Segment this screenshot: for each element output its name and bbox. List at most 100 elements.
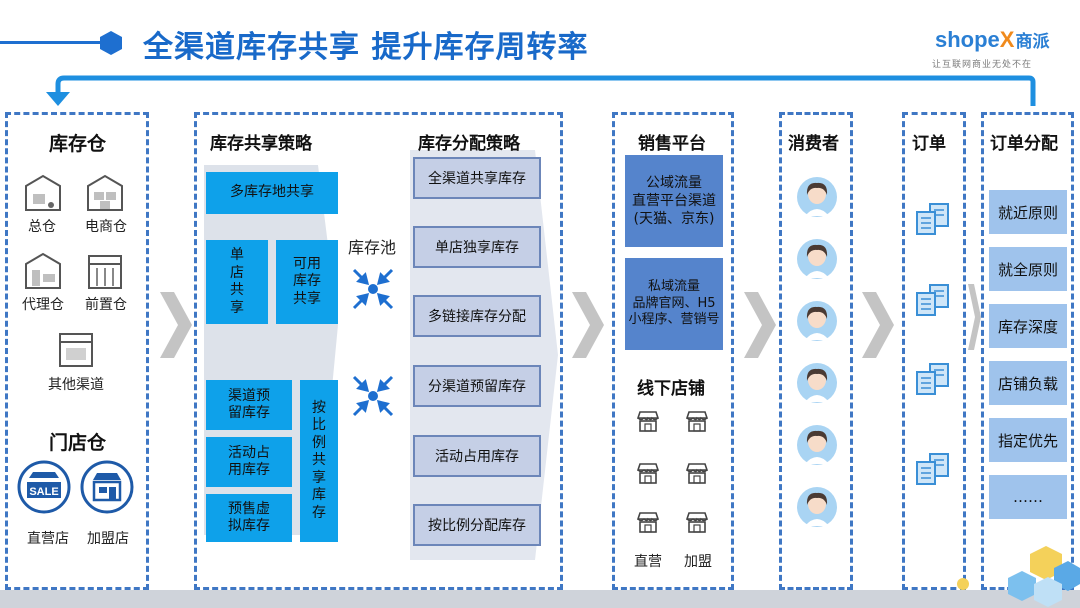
shop-icons-group [0, 0, 1, 1]
private-traffic-line: 品牌官网、H5 [632, 295, 716, 311]
logo-text-cn: 商派 [1015, 32, 1050, 52]
ecommerce-warehouse-icon [87, 174, 123, 211]
public-traffic-line: 直营平台渠道 [632, 192, 716, 209]
share-box-single-line: 共 [230, 282, 244, 298]
share-box-single-store: 单 店 共 享 [206, 240, 268, 324]
share-box-channel-reserve: 渠道预 留库存 [206, 380, 292, 430]
return-flow-arrow [46, 75, 1036, 106]
flow-chevron-icon [160, 292, 192, 358]
footer-bar [0, 590, 1080, 608]
private-traffic-box: 私域流量 品牌官网、H5 小程序、营销号 [625, 258, 723, 350]
share-box-ratio-line: 比 [312, 417, 326, 434]
share-box-ratio-line: 库 [312, 487, 326, 504]
public-traffic-line: 公域流量 [646, 174, 702, 191]
order-document-icon [916, 453, 949, 485]
alloc-arrow-shape [410, 150, 558, 560]
alloc-box-omnichannel: 全渠道共享库存 [413, 157, 541, 199]
share-box-ratio-line: 按 [312, 399, 326, 416]
share-box-ratio-line: 例 [312, 434, 326, 451]
shop-icon [686, 463, 708, 484]
consumer-avatar-icon [797, 239, 837, 279]
dispatch-rule-depth: 库存深度 [989, 304, 1067, 348]
warehouse-label-agent: 代理仓 [22, 297, 64, 313]
page-title: 全渠道库存共享 提升库存周转率 [143, 30, 589, 65]
dispatch-rule-priority: 指定优先 [989, 418, 1067, 462]
dispatch-heading: 订单分配 [990, 134, 1058, 154]
share-box-ratio-line: 享 [312, 469, 326, 486]
consumer-avatar-icon [797, 301, 837, 341]
private-traffic-line: 私域流量 [647, 278, 700, 294]
offline-label-franchise: 加盟 [684, 554, 712, 570]
forward-warehouse-icon [88, 255, 122, 289]
alloc-box-multi-link: 多链接库存分配 [413, 295, 541, 337]
warehouse-label-main: 总仓 [28, 219, 56, 235]
order-document-icon [916, 203, 949, 235]
agent-warehouse-icon [25, 252, 61, 289]
converge-arrows-icon [352, 375, 394, 417]
logo-tagline: 让互联网商业无处不在 [932, 60, 1033, 70]
warehouse-label-forward: 前置仓 [85, 297, 127, 313]
share-box-single-line: 单 [230, 247, 244, 263]
sales-platform-panel [612, 112, 734, 590]
flow-chevron-icon [968, 284, 981, 350]
order-document-icon [916, 284, 949, 316]
title-rule [0, 41, 100, 44]
orders-panel [902, 112, 966, 590]
store-label-direct: 直营店 [27, 531, 69, 547]
share-box-available-line: 共享 [293, 290, 321, 307]
stores-heading: 门店仓 [49, 432, 107, 454]
share-box-multi-location: 多库存地共享 [206, 172, 338, 214]
dispatch-rule-more: …… [989, 475, 1067, 519]
orders-heading: 订单 [912, 134, 946, 154]
dispatch-rule-complete: 就全原则 [989, 247, 1067, 291]
sales-heading: 销售平台 [638, 134, 706, 154]
logo-text-x: X [999, 27, 1015, 52]
share-box-activity: 活动占 用库存 [206, 437, 292, 487]
shop-icon [637, 512, 659, 533]
share-box-available-line: 库存 [293, 273, 321, 290]
alloc-box-single-store: 单店独享库存 [413, 226, 541, 268]
share-strategy-heading: 库存共享策略 [210, 134, 312, 154]
other-channel-icon [59, 333, 93, 367]
order-document-icon [916, 363, 949, 395]
alloc-box-activity: 活动占用库存 [413, 435, 541, 477]
consumer-avatar-icon [797, 363, 837, 403]
share-box-available-line: 可用 [293, 255, 321, 272]
public-traffic-box: 公域流量 直营平台渠道 (天猫、京东) [625, 155, 723, 247]
shop-icon [686, 411, 708, 432]
consumer-panel [779, 112, 853, 590]
share-box-single-line: 店 [230, 264, 244, 281]
warehouse-label-other: 其他渠道 [48, 377, 104, 393]
share-box-single-line: 享 [230, 299, 244, 316]
share-box-presale-line: 拟库存 [228, 518, 270, 534]
consumer-avatar-icon [797, 487, 837, 527]
consumer-heading: 消费者 [788, 134, 839, 154]
strategy-panel [194, 112, 563, 590]
alloc-box-channel-reserve: 分渠道预留库存 [413, 365, 541, 407]
offline-stores-heading: 线下店铺 [637, 379, 705, 399]
consumer-avatar-icon [797, 425, 837, 465]
dispatch-rule-nearest: 就近原则 [989, 190, 1067, 234]
shop-icon [637, 411, 659, 432]
consumer-avatar-icon [797, 177, 837, 217]
brand-logo: shopeX商派 [935, 27, 1049, 53]
shop-icon [686, 512, 708, 533]
flow-chevron-icon [744, 292, 776, 358]
share-box-channel-line: 渠道预 [228, 387, 270, 404]
alloc-box-ratio: 按比例分配库存 [413, 504, 541, 546]
offline-label-direct: 直营 [634, 554, 662, 570]
share-box-activity-line: 用库存 [228, 462, 270, 478]
dispatch-rule-load: 店铺负载 [989, 361, 1067, 405]
flow-chevron-icon [572, 292, 604, 358]
decorative-cubes-icon [957, 546, 1080, 607]
shop-icon [637, 463, 659, 484]
share-box-ratio: 按 比 例 共 享 库 存 [300, 380, 338, 542]
warehouse-icon [25, 174, 61, 211]
warehouse-heading: 库存仓 [49, 133, 107, 155]
converge-arrows-icon [352, 268, 394, 310]
sale-text: SALE [29, 486, 58, 498]
share-box-ratio-line: 共 [312, 452, 326, 469]
share-box-ratio-line: 存 [312, 504, 326, 521]
alloc-strategy-heading: 库存分配策略 [418, 134, 520, 154]
stock-pool-label: 库存池 [348, 238, 397, 257]
